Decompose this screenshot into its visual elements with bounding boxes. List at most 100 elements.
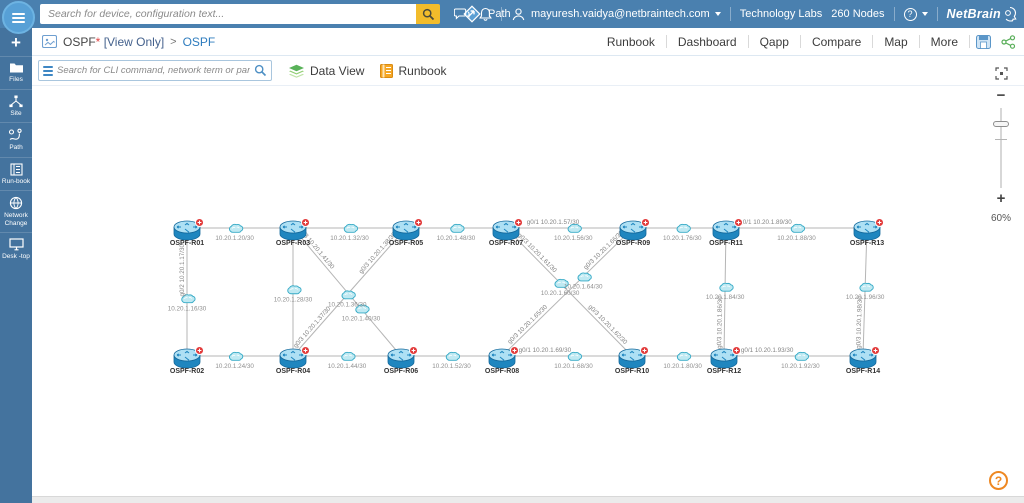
- sidebar-item-runbook[interactable]: Run-book: [0, 156, 32, 191]
- link-cloud-icon[interactable]: [229, 351, 244, 361]
- router-label: OSPF-R06: [384, 368, 418, 375]
- router-node-icon[interactable]: [173, 218, 204, 241]
- help-menu[interactable]: ?: [903, 7, 928, 21]
- link-cloud-icon[interactable]: [577, 272, 592, 282]
- router-node-icon[interactable]: [849, 346, 880, 369]
- router-node-icon[interactable]: [173, 346, 204, 369]
- router-label: OSPF-R14: [846, 368, 880, 375]
- router-node-icon[interactable]: [279, 218, 310, 241]
- router-node-icon[interactable]: [492, 218, 523, 241]
- node-count[interactable]: 260 Nodes: [831, 8, 885, 20]
- data-view-button[interactable]: Data View: [288, 64, 364, 78]
- desktop-monitor-icon: [8, 238, 24, 251]
- link-cloud-icon[interactable]: [341, 351, 356, 361]
- brand-head-icon: [1005, 6, 1017, 22]
- bottom-scrollbar-strip[interactable]: [32, 496, 1024, 503]
- fit-to-screen-icon[interactable]: [994, 67, 1008, 80]
- interface-label: g0/1 10.20.1.93/30: [741, 347, 794, 354]
- zoom-slider[interactable]: [993, 108, 1009, 188]
- feedback-icon[interactable]: [454, 7, 470, 21]
- sidebar-item-label: Run-book: [1, 177, 31, 185]
- save-map-icon[interactable]: [976, 34, 991, 49]
- router-label: OSPF-R03: [276, 240, 310, 247]
- menu-qapp[interactable]: Qapp: [759, 34, 789, 49]
- link-cloud-icon[interactable]: [676, 351, 692, 361]
- link-network-label: 10.20.1.44/30: [328, 363, 367, 370]
- router-label: OSPF-R07: [489, 240, 523, 247]
- sidebar-item-site[interactable]: Site: [0, 88, 32, 123]
- link-cloud-icon[interactable]: [676, 223, 691, 233]
- link-cloud-icon[interactable]: [794, 351, 809, 361]
- plus-icon: +: [11, 33, 21, 52]
- runbook-button[interactable]: Runbook: [380, 63, 447, 78]
- main-menu-button[interactable]: [2, 1, 35, 34]
- link-network-label: 10.20.1.32/30: [330, 235, 369, 242]
- interface-label: g0/3 10.20.1.65/30: [506, 303, 549, 345]
- router-node-icon[interactable]: [853, 218, 884, 241]
- cli-search-input[interactable]: [57, 65, 250, 76]
- files-folder-icon: [9, 63, 23, 73]
- help-button[interactable]: ?: [989, 471, 1008, 490]
- link-cloud-icon[interactable]: [450, 223, 465, 233]
- topology-link[interactable]: [501, 227, 634, 357]
- link-cloud-icon[interactable]: [341, 290, 356, 300]
- link-network-label: 10.20.1.84/30: [706, 294, 745, 301]
- sidebar-item-label: Desk -top: [2, 253, 30, 260]
- zoom-in-button[interactable]: +: [996, 190, 1006, 207]
- menu-runbook[interactable]: Runbook: [606, 34, 655, 49]
- link-cloud-icon[interactable]: [719, 282, 734, 292]
- router-node-icon[interactable]: [387, 346, 418, 369]
- sidebar-item-add[interactable]: +: [0, 28, 32, 56]
- zoom-slider-track[interactable]: [1000, 108, 1002, 188]
- chevron-down-icon: [921, 12, 928, 16]
- cli-search-icon[interactable]: [254, 64, 267, 77]
- link-cloud-icon[interactable]: [445, 351, 461, 361]
- menu-more[interactable]: More: [930, 34, 958, 49]
- router-label: OSPF-R11: [709, 240, 743, 247]
- tenant-name[interactable]: Technology Labs: [739, 8, 823, 20]
- sidebar-item-label: Network Change: [4, 212, 28, 227]
- notifications-bell-icon[interactable]: [479, 7, 492, 22]
- zoom-slider-handle[interactable]: [993, 121, 1009, 127]
- sidebar-item-path[interactable]: Path: [0, 122, 32, 157]
- topology-link[interactable]: [723, 227, 727, 357]
- map-name: OSPF: [63, 34, 96, 49]
- breadcrumb-current-page[interactable]: OSPF: [182, 34, 216, 49]
- share-icon[interactable]: [1001, 34, 1016, 49]
- sidebar-item-network-change[interactable]: Network Change: [0, 190, 32, 232]
- link-cloud-icon[interactable]: [859, 282, 874, 292]
- path-tool-button[interactable]: Path: [462, 0, 511, 28]
- menu-map[interactable]: Map: [884, 34, 908, 49]
- link-cloud-icon[interactable]: [343, 223, 359, 233]
- interface-label: g0/3 10.20.1.62/30: [587, 304, 629, 347]
- router-label: OSPF-R09: [616, 240, 650, 247]
- device-search-button[interactable]: [416, 4, 440, 24]
- interface-label: g0/2 10.20.1.17/30: [179, 243, 186, 296]
- sidebar-item-files[interactable]: Files: [0, 56, 32, 89]
- top-header-bar: Path mayuresh.vaidya@netbraintech.com Te…: [0, 0, 1024, 28]
- topology-link[interactable]: [505, 227, 633, 357]
- router-node-icon[interactable]: [279, 346, 310, 369]
- menu-compare[interactable]: Compare: [811, 34, 862, 49]
- cli-menu-icon[interactable]: [43, 65, 53, 76]
- topology-link[interactable]: [862, 227, 868, 357]
- link-network-label: 10.20.1.60/30: [541, 290, 580, 297]
- device-search-input[interactable]: [40, 4, 416, 24]
- sidebar-item-label: Path: [9, 144, 23, 151]
- menu-dashboard[interactable]: Dashboard: [677, 34, 737, 49]
- link-cloud-icon[interactable]: [229, 223, 244, 233]
- interface-label: g0/3 10.20.1.86/30: [716, 296, 724, 349]
- router-node-icon[interactable]: [712, 218, 743, 241]
- link-cloud-icon[interactable]: [790, 223, 806, 233]
- link-cloud-icon[interactable]: [287, 285, 302, 295]
- router-node-icon[interactable]: [618, 346, 649, 369]
- router-node-icon[interactable]: [392, 218, 423, 241]
- router-node-icon[interactable]: [619, 218, 650, 241]
- user-account-menu[interactable]: mayuresh.vaidya@netbraintech.com: [511, 7, 721, 22]
- zoom-out-button[interactable]: −: [996, 87, 1006, 104]
- link-network-label: 10.20.1.48/30: [437, 235, 476, 242]
- router-node-icon[interactable]: [488, 346, 519, 369]
- interface-label: g0/3 10.20.1.37/30: [292, 305, 332, 349]
- sidebar-item-desktop[interactable]: Desk -top: [0, 232, 32, 266]
